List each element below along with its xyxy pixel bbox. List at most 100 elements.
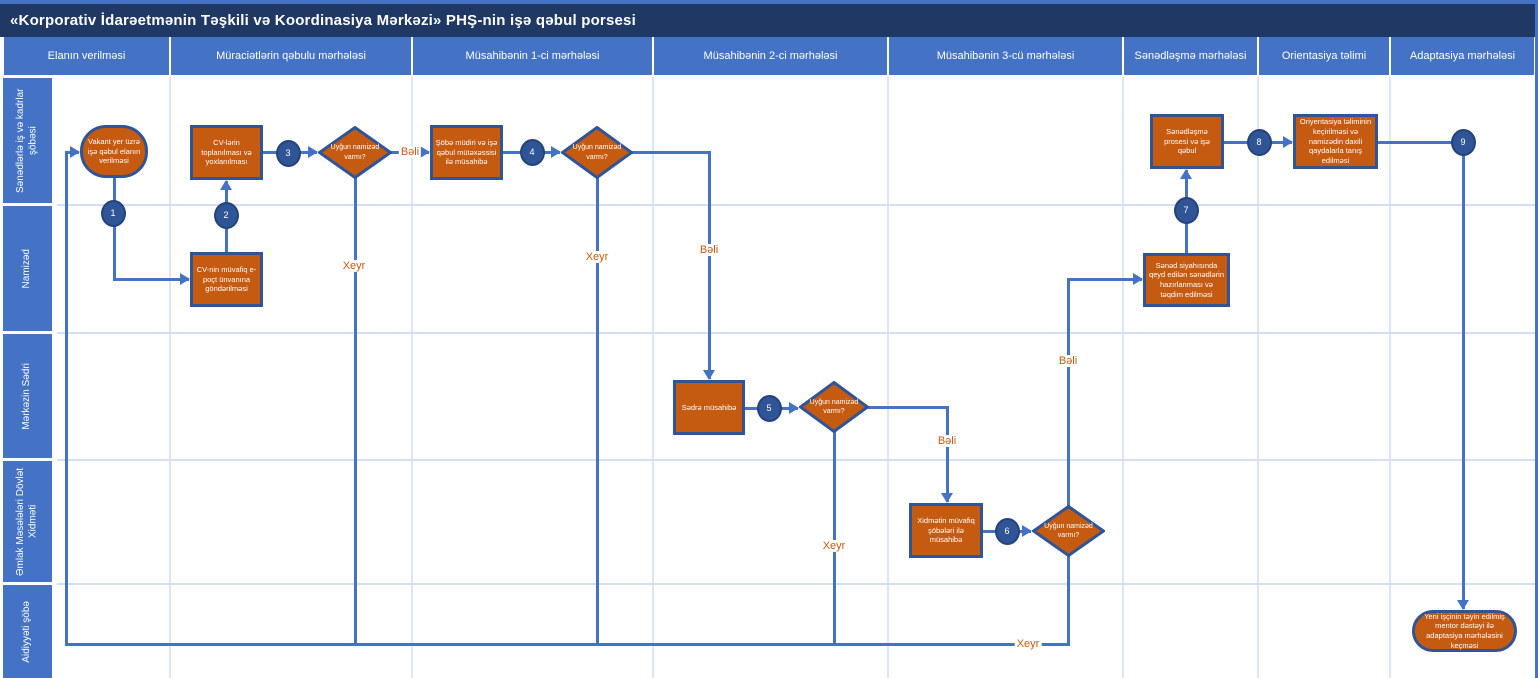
edge-xeyr-loop-to-start <box>64 642 1070 646</box>
edge-xeyr-loop-to-start <box>64 150 68 646</box>
edge-start-to-cv-email <box>112 277 189 281</box>
phase-header-1: Elanın verilməsi <box>4 37 169 75</box>
process-service-departments-interview[interactable]: Xidmətin müvafiq şöbələri ilə müsahibə <box>909 503 983 558</box>
edge-beli-decision1-to-interview1-arrowhead <box>420 146 430 158</box>
edge-label-xeyr-7: Xeyr <box>1014 638 1042 650</box>
decision-suitable-candidate-3[interactable]: Uyğun namizəd varmı? <box>799 381 869 433</box>
node-label: Oriyentasiya təliminin keçirilməsi və na… <box>1299 117 1372 166</box>
connector-circle-5[interactable]: 5 <box>756 394 782 422</box>
decision-suitable-candidate-2[interactable]: Uyğun namizəd varmı? <box>561 126 633 179</box>
edge-xeyr-loop-to-start-arrowhead <box>70 146 80 158</box>
connector-circle-7[interactable]: 7 <box>1173 196 1199 224</box>
edge-beli-decision4-to-documents <box>1066 277 1142 281</box>
edge-orientation-to-adaptation <box>1376 140 1465 144</box>
decision-suitable-candidate-4[interactable]: Uyğun namizəd varmı? <box>1032 505 1105 557</box>
lane-label-text: Aidiyyəti şöbə <box>21 600 33 663</box>
decision-diamond-shape <box>561 126 633 179</box>
decision-diamond-shape <box>1032 505 1105 557</box>
edge-start-to-cv-email <box>112 176 116 281</box>
edge-xeyr-loop-to-start <box>1066 555 1070 646</box>
edge-start-to-cv-email-arrowhead <box>180 273 190 285</box>
process-orientation-training[interactable]: Oriyentasiya təliminin keçirilməsi və na… <box>1293 114 1378 169</box>
process-department-head-interview[interactable]: Şöbə müdiri və işə qəbul mütəxəssisi ilə… <box>430 125 503 180</box>
phase-header-label: Elanın verilməsi <box>47 50 126 62</box>
lane-label-text: Mərkəzin Sədri <box>21 362 33 430</box>
phase-header-7: Orientasiya təlimi <box>1259 37 1389 75</box>
edge-beli-decision2-to-chairman <box>631 150 711 154</box>
phase-header-label: Müsahibənin 1-ci mərhələsi <box>465 50 600 62</box>
grid-line-vertical <box>169 77 171 678</box>
phase-header-label: Müsahibənin 2-ci mərhələsi <box>703 50 838 62</box>
node-label: Şöbə müdiri və işə qəbul mütəxəssisi ilə… <box>435 137 498 167</box>
phase-header-4: Müsahibənin 2-ci mərhələsi <box>654 37 887 75</box>
lane-label-5: Aidiyyəti şöbə <box>3 585 52 678</box>
lane-label-text: Sənədlərlə iş və kadrlar şöbəsi <box>15 88 39 193</box>
grid-line-vertical <box>1389 77 1391 678</box>
edge-label-bəli-1: Bəli <box>697 244 721 256</box>
node-label: Xidmətin müvafiq şöbələri ilə müsahibə <box>917 515 975 545</box>
lane-label-1: Sənədlərlə iş və kadrlar şöbəsi <box>3 78 52 203</box>
edge-beli-decision3-to-service <box>945 405 949 502</box>
lane-label-text: Namizəd <box>21 248 33 289</box>
connector-circle-8[interactable]: 8 <box>1246 128 1272 156</box>
edge-documents-to-documentation-arrowhead <box>1180 169 1192 179</box>
grid-line-vertical <box>411 77 413 678</box>
node-label: Yeni işçinin təyin edilmiş mentor dəstəy… <box>1424 611 1505 650</box>
process-cv-email-send[interactable]: CV-nin müvafiq e-poçt ünvanına göndərilm… <box>190 252 263 307</box>
edge-orientation-to-adaptation-arrowhead <box>1457 600 1469 610</box>
edge-label-bəli-2: Bəli <box>935 435 959 447</box>
connector-circle-4[interactable]: 4 <box>519 138 545 166</box>
process-documentation-hiring[interactable]: Sənədləşmə prosesi və işə qəbul <box>1150 114 1224 169</box>
node-label: Sənəd siyahısında qeyd edilən sənədlərin… <box>1148 260 1225 299</box>
edge-orientation-to-adaptation <box>1461 140 1465 609</box>
edge-xeyr-decision2-down <box>595 177 599 646</box>
edge-label-xeyr-4: Xeyr <box>340 260 368 272</box>
node-label: CV-nin müvafiq e-poçt ünvanına göndərilm… <box>196 264 257 294</box>
connector-circle-9[interactable]: 9 <box>1450 128 1476 156</box>
phase-header-6: Sənədləşmə mərhələsi <box>1124 37 1257 75</box>
diagram-canvas <box>57 77 1535 678</box>
connector-circle-1[interactable]: 1 <box>100 199 126 227</box>
edge-label-bəli-3: Bəli <box>1056 355 1080 367</box>
grid-line-horizontal <box>57 332 1535 334</box>
node-label: Sədrə müsahibə <box>681 402 737 412</box>
node-label: CV-lərin toplanılması və yoxlanılması <box>201 137 252 167</box>
edge-service-to-decision4-arrowhead <box>1022 525 1032 537</box>
phase-header-label: Müraciətlərin qəbulu mərhələsi <box>216 50 366 62</box>
connector-circle-3[interactable]: 3 <box>275 139 301 167</box>
phase-header-8: Adaptasiya mərhələsi <box>1391 37 1534 75</box>
edge-documentation-to-orientation-arrowhead <box>1283 136 1293 148</box>
lane-label-4: Əmlak Məsələləri Dövlət Xidməti <box>3 461 52 582</box>
process-chairman-interview[interactable]: Sədrə müsahibə <box>673 380 745 435</box>
edge-beli-decision3-to-service-arrowhead <box>941 493 953 503</box>
grid-line-vertical <box>1122 77 1124 678</box>
phase-header-label: Sənədləşmə mərhələsi <box>1134 50 1247 62</box>
edge-label-bəli-0: Bəli <box>398 146 422 158</box>
end-adaptation-with-mentor[interactable]: Yeni işçinin təyin edilmiş mentor dəstəy… <box>1412 610 1517 652</box>
edge-cv-collection-to-decision1-arrowhead <box>308 146 318 158</box>
phase-header-5: Müsahibənin 3-cü mərhələsi <box>889 37 1122 75</box>
edge-interview1-to-decision2-arrowhead <box>551 146 561 158</box>
grid-line-vertical <box>887 77 889 678</box>
edge-cv-email-to-cv-collection-arrowhead <box>220 180 232 190</box>
lane-label-2: Namizəd <box>3 206 52 331</box>
edge-beli-decision3-to-service <box>867 405 949 409</box>
decision-diamond-shape <box>799 381 869 433</box>
lane-label-3: Mərkəzin Sədri <box>3 334 52 458</box>
process-document-list-preparation[interactable]: Sənəd siyahısında qeyd edilən sənədlərin… <box>1143 253 1230 307</box>
edge-beli-decision4-to-documents-arrowhead <box>1133 273 1143 285</box>
lane-label-text: Əmlak Məsələləri Dövlət Xidməti <box>15 467 39 576</box>
connector-circle-2[interactable]: 2 <box>213 201 239 229</box>
phase-header-2: Müraciətlərin qəbulu mərhələsi <box>171 37 411 75</box>
node-label: Uyğun namizəd varmı? <box>1044 522 1093 539</box>
decision-suitable-candidate-1[interactable]: Uyğun namizəd varmı? <box>318 126 392 179</box>
process-cv-collection-check[interactable]: CV-lərin toplanılması və yoxlanılması <box>190 125 263 180</box>
connector-circle-6[interactable]: 6 <box>994 517 1020 545</box>
node-label: Vakant yer üzrə işə qəbul elanın verilmə… <box>87 136 141 166</box>
phase-header-3: Müsahibənin 1-ci mərhələsi <box>413 37 652 75</box>
start-vacancy-announcement[interactable]: Vakant yer üzrə işə qəbul elanın verilmə… <box>80 125 148 178</box>
edge-label-xeyr-5: Xeyr <box>583 251 611 263</box>
phase-header-label: Müsahibənin 3-cü mərhələsi <box>936 50 1075 62</box>
edge-beli-decision4-to-documents <box>1066 277 1070 507</box>
